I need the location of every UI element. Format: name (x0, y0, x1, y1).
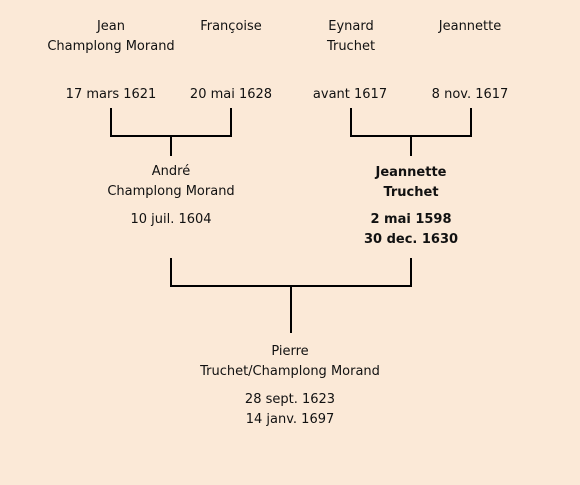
person-date: avant 1617 (312, 87, 388, 102)
person-date: 20 mai 1628 (189, 87, 273, 102)
person-first-name: Jeannette (375, 165, 447, 180)
person-first-name: Eynard (328, 19, 374, 34)
person-birth-date: 28 sept. 1623 (244, 392, 336, 407)
person-surname: Champlong Morand (107, 184, 235, 199)
person-first-name: Jean (96, 19, 126, 34)
person-surname: Truchet (383, 185, 439, 200)
person-date: 17 mars 1621 (65, 87, 157, 102)
person-death-date: 30 dec. 1630 (363, 232, 459, 247)
person-first-name: Pierre (271, 344, 309, 359)
person-first-name: Françoise (200, 19, 262, 34)
person-birth-date: 2 mai 1598 (370, 212, 452, 227)
person-death-date: 14 janv. 1697 (245, 412, 335, 427)
person-date: 8 nov. 1617 (431, 87, 509, 102)
person-first-name: André (151, 164, 191, 179)
person-date: 10 juil. 1604 (130, 212, 212, 227)
person-surname: Champlong Morand (47, 39, 175, 54)
person-surname: Truchet (326, 39, 376, 54)
person-first-name: Jeannette (438, 19, 502, 34)
person-surname: Truchet/Champlong Morand (200, 364, 380, 379)
